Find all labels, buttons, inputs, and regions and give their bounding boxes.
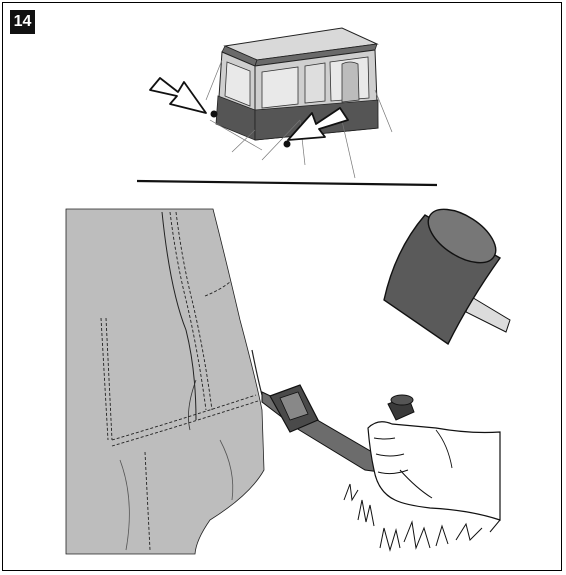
fabric-panel (66, 209, 264, 554)
awning-tent-illustration (206, 28, 392, 178)
arrow-left-pointer (150, 78, 206, 113)
divider-line (137, 181, 437, 185)
ground-peg (388, 395, 414, 420)
peg-point-marker (284, 141, 291, 148)
hand (368, 422, 500, 520)
rubber-mallet (384, 199, 510, 344)
strap-buckle (252, 350, 380, 472)
peg-point-marker (211, 111, 218, 118)
